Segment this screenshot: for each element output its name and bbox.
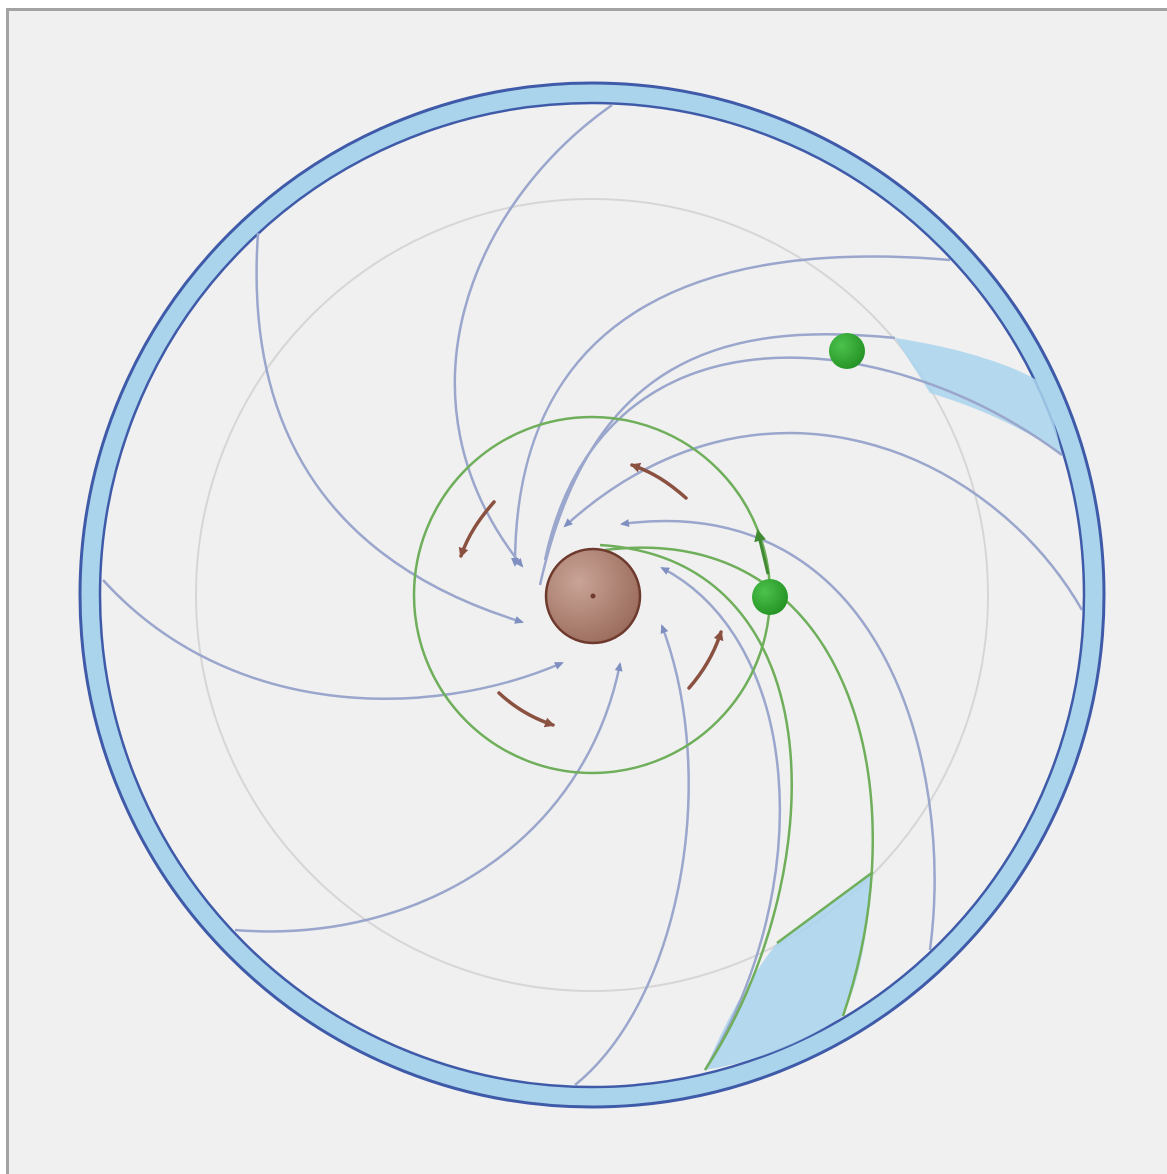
flow-line [660,566,782,1071]
rotation-arrow [458,500,496,558]
green-band-edge [776,870,874,945]
guide-circle [195,198,989,992]
green-direction-arrow [754,529,770,575]
central-body-center-dot [590,593,596,599]
rotation-arrows [458,462,724,728]
outer-ring-inner-edge [98,101,1086,1089]
flow-line [563,431,1084,611]
green-dot [752,579,788,615]
rotation-arrow [630,462,688,500]
flow-lines [102,103,1084,1086]
flow-line [620,519,936,951]
flow-line [538,332,896,586]
flow-line [255,232,524,624]
green-dot [829,333,865,369]
outer-ring-outer-edge [78,81,1106,1109]
rotation-arrow [497,691,555,728]
green-trajectory [604,546,874,1017]
outer-ring [81,84,1103,1106]
flow-line [102,579,564,700]
green-trajectory [599,543,793,1071]
highlight-band-lower-right [705,872,873,1070]
flow-line [234,662,623,933]
flow-line [511,255,951,567]
rotation-arrow [687,630,724,690]
flow-line [574,624,690,1086]
flow-line [453,103,613,568]
